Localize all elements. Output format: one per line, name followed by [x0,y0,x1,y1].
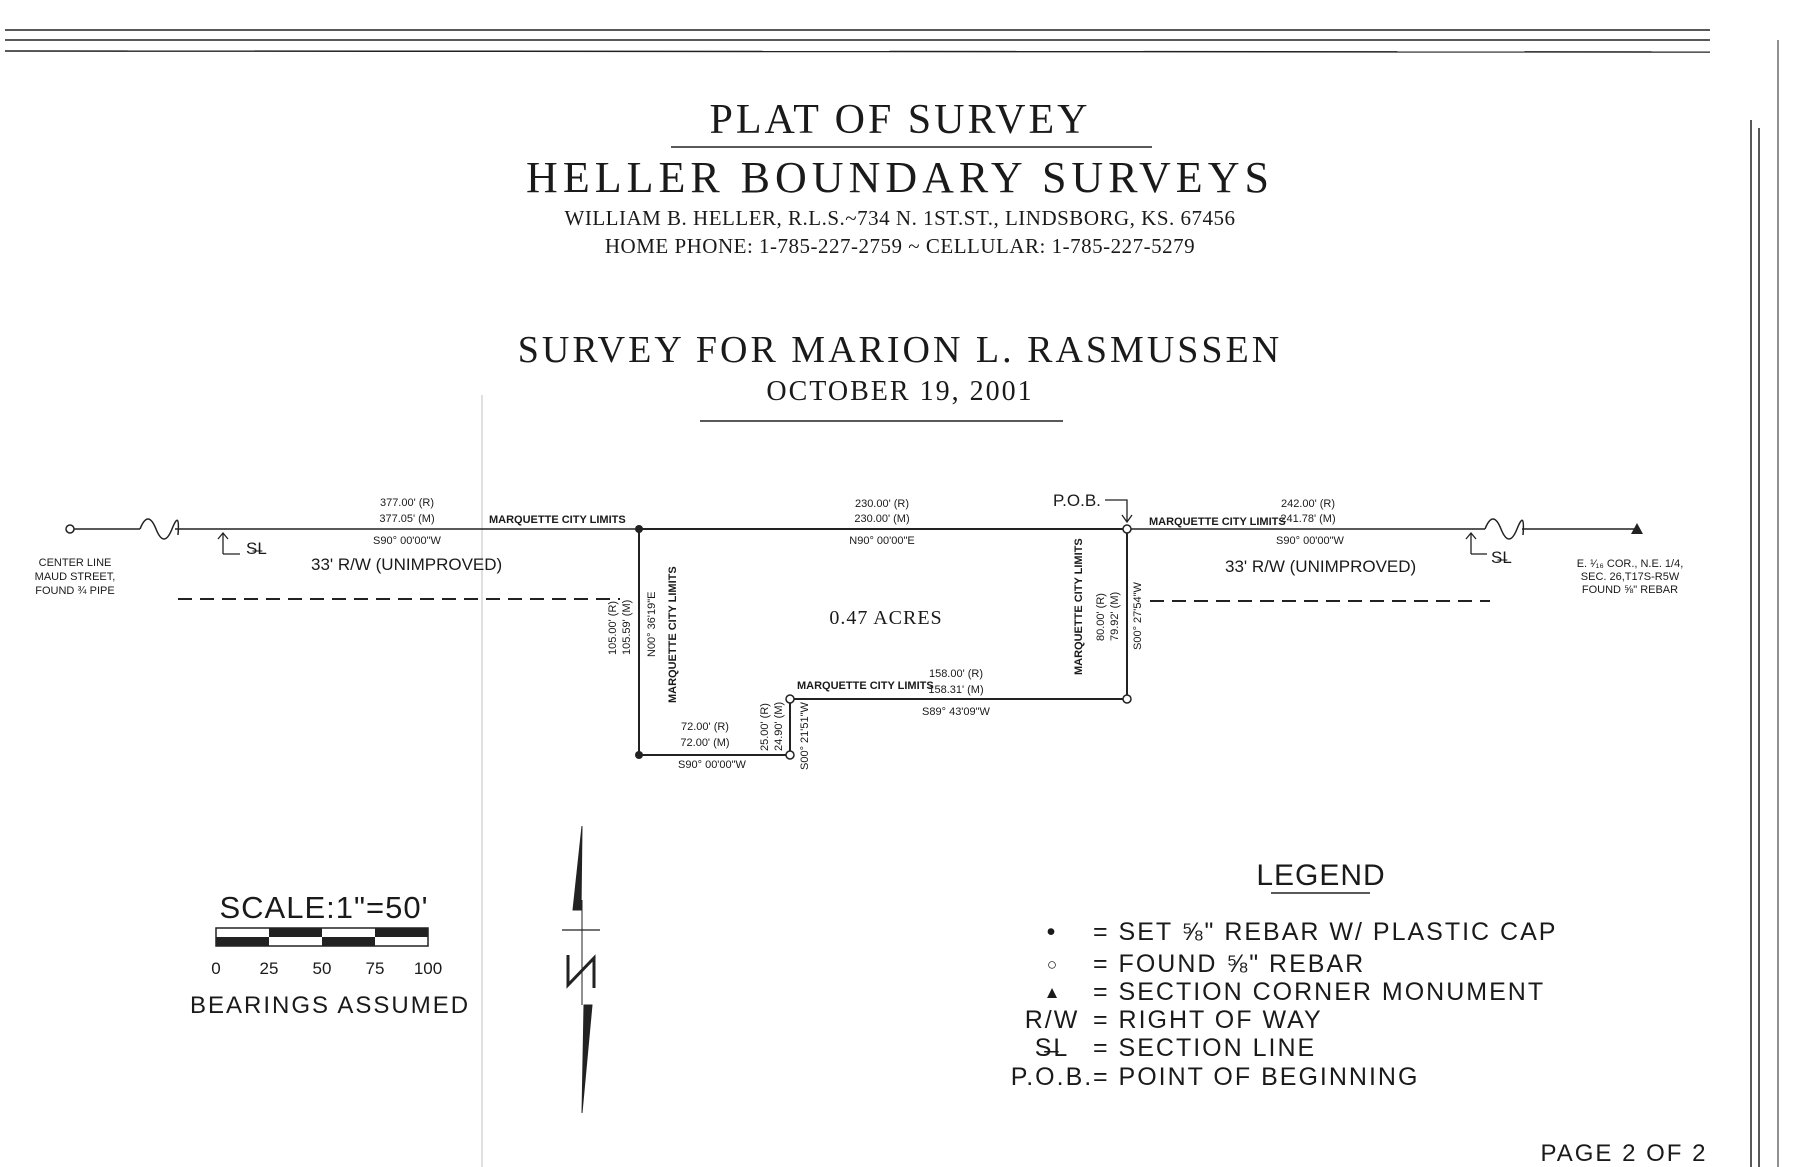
top-right-measured-distance: 241.78' (M) [1280,513,1335,525]
legend-monument-icon: ▲ [1044,983,1061,1002]
scale-tick-75: 75 [366,959,385,978]
legend-row-text: = RIGHT OF WAY [1093,1006,1323,1034]
right-end-label-3: FOUND ⅝" REBAR [1582,584,1678,596]
east-record-distance: 80.00' (R) [1095,593,1107,641]
legend-pob-symbol: P.O.B. [1011,1063,1093,1091]
top-left-record-distance: 377.00' (R) [380,497,434,509]
west-measured-distance: 105.59' (M) [621,600,633,655]
found-pipe-marker [65,524,75,534]
page-number: PAGE 2 OF 2 [1541,1140,1708,1167]
top-mid-measured-distance: 230.00' (M) [854,513,909,525]
scale-tick-50: 50 [313,959,332,978]
right-end-label-2: SEC. 26,T17S-R5W [1581,571,1680,583]
south-mid-bearing: S89° 43'09"W [922,706,991,718]
legend-found-rebar-icon: ○ [1047,955,1057,974]
corner-set-rebar [635,525,643,533]
legend-section-line-text: = SECTION LINE [1093,1034,1316,1062]
east-measured-distance: 79.92' (M) [1109,592,1121,641]
legend-title: LEGEND [1256,859,1385,892]
city-limits-label: MARQUETTE CITY LIMITS [1073,538,1085,675]
company-name: HELLER BOUNDARY SURVEYS [526,153,1274,202]
city-limits-label: MARQUETTE CITY LIMITS [1149,516,1286,528]
legend-set-rebar-icon: • [1047,918,1058,946]
scale-label: SCALE:1"=50' [219,890,428,925]
south-mid-measured-distance: 158.31' (M) [928,684,983,696]
survey-date: OCTOBER 19, 2001 [766,376,1034,407]
left-end-label-1: CENTER LINE [39,557,112,569]
corner-found-rebar [785,750,795,760]
survey-for-title: SURVEY FOR MARION L. RASMUSSEN [517,329,1283,371]
north-arrow [562,825,600,1114]
west-record-distance: 105.00' (R) [607,601,619,655]
east-bearing: S00° 27'54"W [1132,581,1144,650]
top-left-bearing: S90° 00'00"W [373,535,442,547]
city-limits-label: MARQUETTE CITY LIMITS [667,566,679,703]
south-left-bearing: S90° 00'00"W [678,759,747,771]
scale-tick-0: 0 [211,959,220,978]
corner-found-rebar [1122,524,1132,534]
top-right-bearing: S90° 00'00"W [1276,535,1345,547]
step-bearing: S00° 21'51"W [799,701,811,770]
surveyor-address: WILLIAM B. HELLER, R.L.S.~734 N. 1ST.ST.… [564,206,1236,230]
south-left-measured-distance: 72.00' (M) [680,737,729,749]
south-mid-record-distance: 158.00' (R) [929,668,983,680]
top-left-measured-distance: 377.05' (M) [379,513,434,525]
legend-set-rebar-text: = SET ⅝" REBAR W/ PLASTIC CAP [1093,918,1557,946]
top-right-record-distance: 242.00' (R) [1281,498,1335,510]
south-left-record-distance: 72.00' (R) [681,721,729,733]
row-right-label: 33' R/W (UNIMPROVED) [1225,557,1416,576]
right-end-label-1: E. ¹⁄₁₆ COR., N.E. 1/4, [1577,558,1684,570]
bearings-note: BEARINGS ASSUMED [190,992,470,1019]
pob-label: P.O.B. [1053,491,1101,510]
step-record-distance: 25.00' (R) [759,703,771,751]
left-end-label-2: MAUD STREET, [35,571,116,583]
top-mid-bearing: N90° 00'00"E [849,535,914,547]
scale-tick-25: 25 [260,959,279,978]
row-left-label: 33' R/W (UNIMPROVED) [311,555,502,574]
section-line-symbol-left [217,531,240,555]
city-limits-label: MARQUETTE CITY LIMITS [797,680,934,692]
west-bearing: N00° 36'19"E [646,592,658,657]
left-end-label-3: FOUND ¾ PIPE [35,585,114,597]
corner-found-rebar [785,694,795,704]
section-line-label-right: S̶L [1491,548,1512,567]
plat-title: PLAT OF SURVEY [709,97,1091,143]
section-line-symbol-right [1465,531,1487,555]
pob-arrow [1105,499,1133,524]
scale-bar [215,927,429,947]
city-limits-label: MARQUETTE CITY LIMITS [489,514,626,526]
surveyor-phones: HOME PHONE: 1-785-227-2759 ~ CELLULAR: 1… [604,234,1196,258]
corner-found-rebar [1122,694,1132,704]
section-line-label-left: S̶L [246,539,267,558]
legend-found-rebar-text: = FOUND ⅝" REBAR [1093,950,1365,978]
legend-pob-text: = POINT OF BEGINNING [1093,1063,1419,1091]
top-mid-record-distance: 230.00' (R) [855,498,909,510]
legend-row-symbol: R/W [1025,1006,1080,1034]
section-corner-monument [1631,523,1643,534]
legend-section-line-symbol: S̶L [1035,1034,1070,1062]
corner-set-rebar [635,751,643,759]
legend-monument-text: = SECTION CORNER MONUMENT [1093,978,1545,1006]
sheet-frame [4,29,1779,1167]
step-measured-distance: 24.90' (M) [773,702,785,751]
parcel-acreage: 0.47 ACRES [829,607,942,629]
scale-tick-100: 100 [414,959,442,978]
